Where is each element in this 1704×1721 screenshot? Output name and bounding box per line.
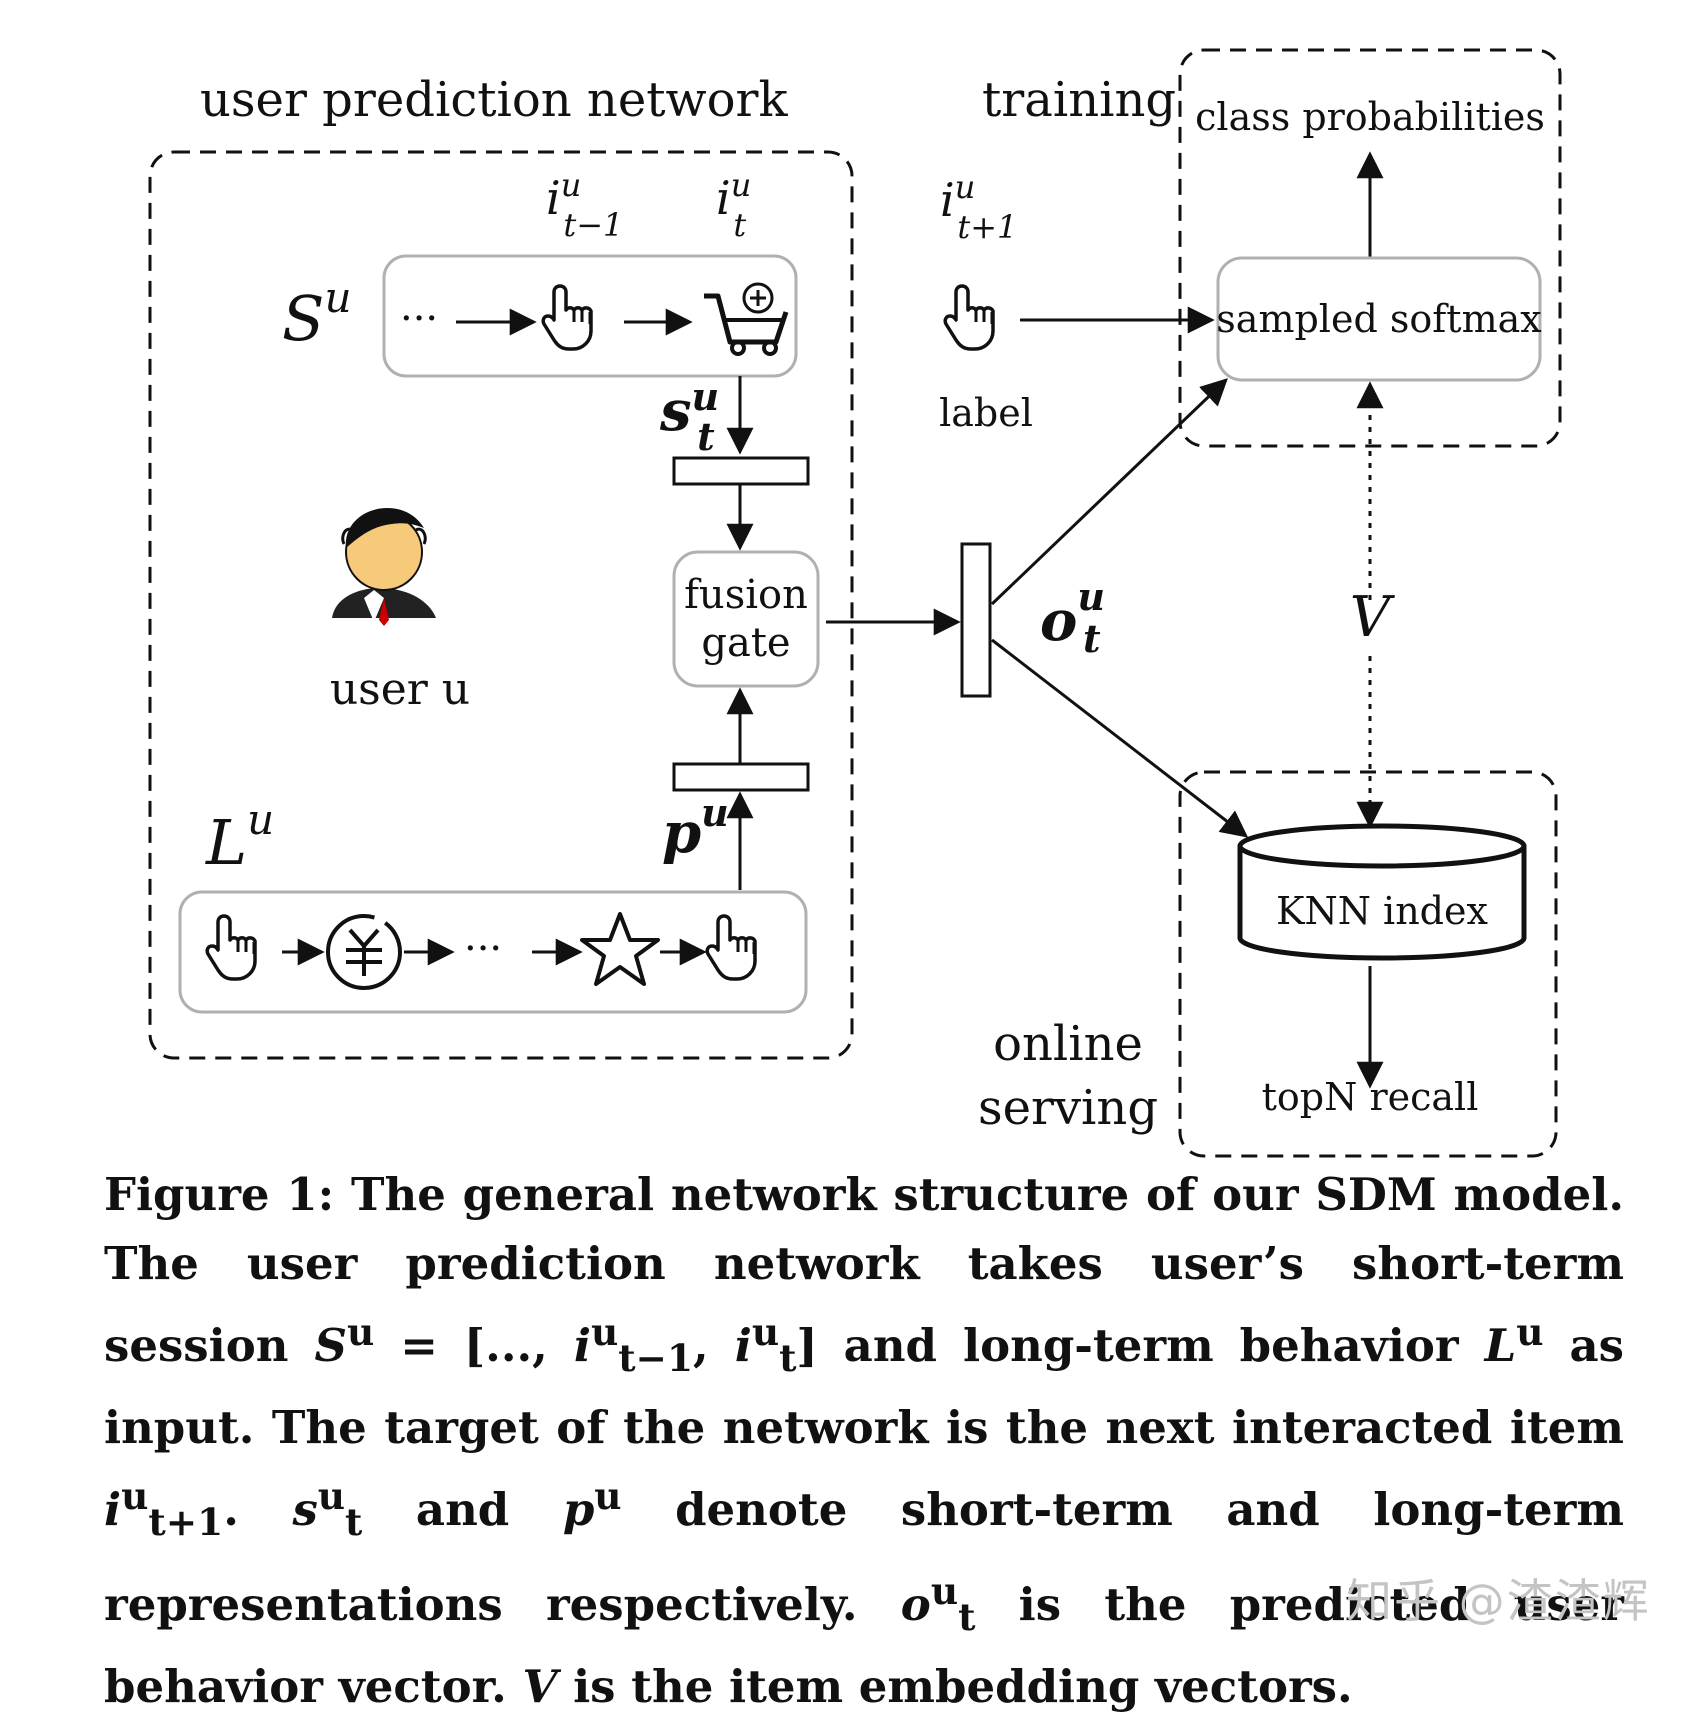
sampled-softmax-label: sampled softmax bbox=[1216, 297, 1541, 341]
user-prediction-network-box bbox=[148, 150, 854, 1060]
caption-part8: is the item embedding vectors. bbox=[557, 1660, 1353, 1713]
figure-caption: Figure 1: The general network structure … bbox=[104, 1160, 1624, 1721]
o-t-sup: u bbox=[1077, 574, 1105, 619]
caption-s-sup: u bbox=[346, 1310, 375, 1354]
caption-v: V bbox=[522, 1660, 558, 1713]
i-t-base: i bbox=[716, 171, 731, 225]
short-term-session-symbol: Su bbox=[282, 273, 352, 355]
online-serving-label-line1: online bbox=[993, 1016, 1143, 1072]
caption-i2-sup: u bbox=[751, 1310, 780, 1354]
caption-p-sup: u bbox=[594, 1474, 622, 1518]
shopping-cart-add-icon bbox=[704, 282, 789, 356]
long-term-behavior-symbol: Lu bbox=[205, 795, 274, 879]
star-icon bbox=[580, 912, 660, 986]
caption-comma: , bbox=[693, 1319, 735, 1372]
knn-index-label: KNN index bbox=[1276, 889, 1488, 933]
caption-i3-sub: t+1 bbox=[148, 1500, 224, 1544]
caption-part6: denote short-term and long-term represen… bbox=[104, 1483, 1624, 1631]
hand-pointer-icon bbox=[943, 284, 995, 351]
caption-s-vec: s bbox=[292, 1483, 318, 1536]
i-t-sub: t bbox=[733, 206, 746, 244]
caption-o: o bbox=[900, 1578, 931, 1631]
caption-i1-sub: t−1 bbox=[618, 1336, 694, 1380]
p-u-symbol: pu bbox=[662, 790, 729, 866]
s-t-base: s bbox=[659, 378, 692, 444]
fusion-gate-box bbox=[672, 550, 820, 688]
label-text: label bbox=[939, 391, 1033, 435]
caption-eq: = [..., bbox=[374, 1319, 548, 1372]
p-u-base: p bbox=[662, 800, 701, 866]
caption-i2-sub: t bbox=[779, 1336, 797, 1380]
output-vector bbox=[960, 542, 992, 698]
user-u-label: user u bbox=[330, 664, 470, 715]
caption-i1: i bbox=[573, 1319, 591, 1372]
user-avatar-icon bbox=[332, 507, 436, 626]
long-term-behavior-box bbox=[178, 890, 808, 1014]
caption-i3-sup: u bbox=[121, 1474, 149, 1518]
caption-part5: and bbox=[362, 1483, 563, 1536]
s-t-sub: t bbox=[697, 414, 715, 459]
i-tp1-sub: t+1 bbox=[957, 208, 1017, 246]
database-cylinder-icon bbox=[1237, 823, 1527, 961]
caption-part4: . bbox=[223, 1483, 293, 1536]
s-u-base: S bbox=[282, 282, 324, 355]
caption-l-sup: u bbox=[1516, 1310, 1544, 1354]
caption-p: p bbox=[562, 1483, 595, 1536]
short-term-vector bbox=[672, 456, 810, 486]
caption-i3: i bbox=[104, 1483, 122, 1536]
fusion-gate-line2: gate bbox=[701, 620, 790, 666]
s-t-sup: u bbox=[692, 374, 720, 419]
i-tm1-sup: u bbox=[561, 166, 582, 204]
i-tp1-sup: u bbox=[955, 168, 976, 206]
fusion-gate-line1: fusion bbox=[684, 572, 808, 618]
v-symbol: V bbox=[1350, 585, 1396, 650]
i-t-sup: u bbox=[731, 166, 752, 204]
sdm-network-diagram: user prediction network training Su ··· … bbox=[148, 48, 1562, 1158]
s-u-superscript: u bbox=[324, 273, 351, 322]
caption-part1: Figure 1: The general network structure … bbox=[104, 1168, 1624, 1372]
sampled-softmax-box bbox=[1216, 256, 1542, 382]
i-tp1-base: i bbox=[940, 173, 955, 227]
caption-o-sup: u bbox=[930, 1569, 959, 1613]
i-tm1-base: i bbox=[546, 171, 561, 225]
short-session-dots: ··· bbox=[400, 296, 438, 342]
caption-i1-sup: u bbox=[590, 1310, 619, 1354]
user-prediction-network-title: user prediction network bbox=[200, 72, 788, 128]
yen-coin-icon bbox=[326, 914, 402, 990]
long-behavior-dots: ··· bbox=[464, 926, 502, 972]
p-u-sup: u bbox=[701, 790, 729, 835]
i-tm1-sub: t−1 bbox=[563, 206, 623, 244]
output-to-softmax-arrow bbox=[990, 378, 1228, 606]
output-to-knn-arrow bbox=[991, 638, 1249, 838]
caption-s-vec-sup: u bbox=[317, 1474, 346, 1518]
l-u-superscript: u bbox=[247, 795, 274, 844]
l-u-base: L bbox=[205, 806, 247, 879]
caption-i2: i bbox=[734, 1319, 752, 1372]
online-serving-box bbox=[1178, 770, 1558, 1158]
training-label: training bbox=[982, 72, 1176, 128]
training-box bbox=[1178, 48, 1562, 448]
caption-part3: as input. The target of the network is t… bbox=[104, 1319, 1624, 1454]
caption-o-sub: t bbox=[958, 1595, 976, 1639]
o-t-base: o bbox=[1040, 588, 1077, 654]
o-t-sub: t bbox=[1083, 616, 1101, 661]
class-probabilities-label: class probabilities bbox=[1195, 95, 1545, 139]
caption-s-vec-sub: t bbox=[345, 1500, 363, 1544]
caption-part2: ] and long-term behavior bbox=[796, 1319, 1485, 1372]
topn-recall-label: topN recall bbox=[1262, 1075, 1479, 1119]
caption-s: S bbox=[314, 1319, 347, 1372]
watermark: 知乎 @渣渣辉 bbox=[1346, 1574, 1651, 1628]
long-term-vector bbox=[672, 762, 810, 792]
caption-l: L bbox=[1484, 1319, 1517, 1372]
online-serving-label-line2: serving bbox=[978, 1080, 1158, 1136]
